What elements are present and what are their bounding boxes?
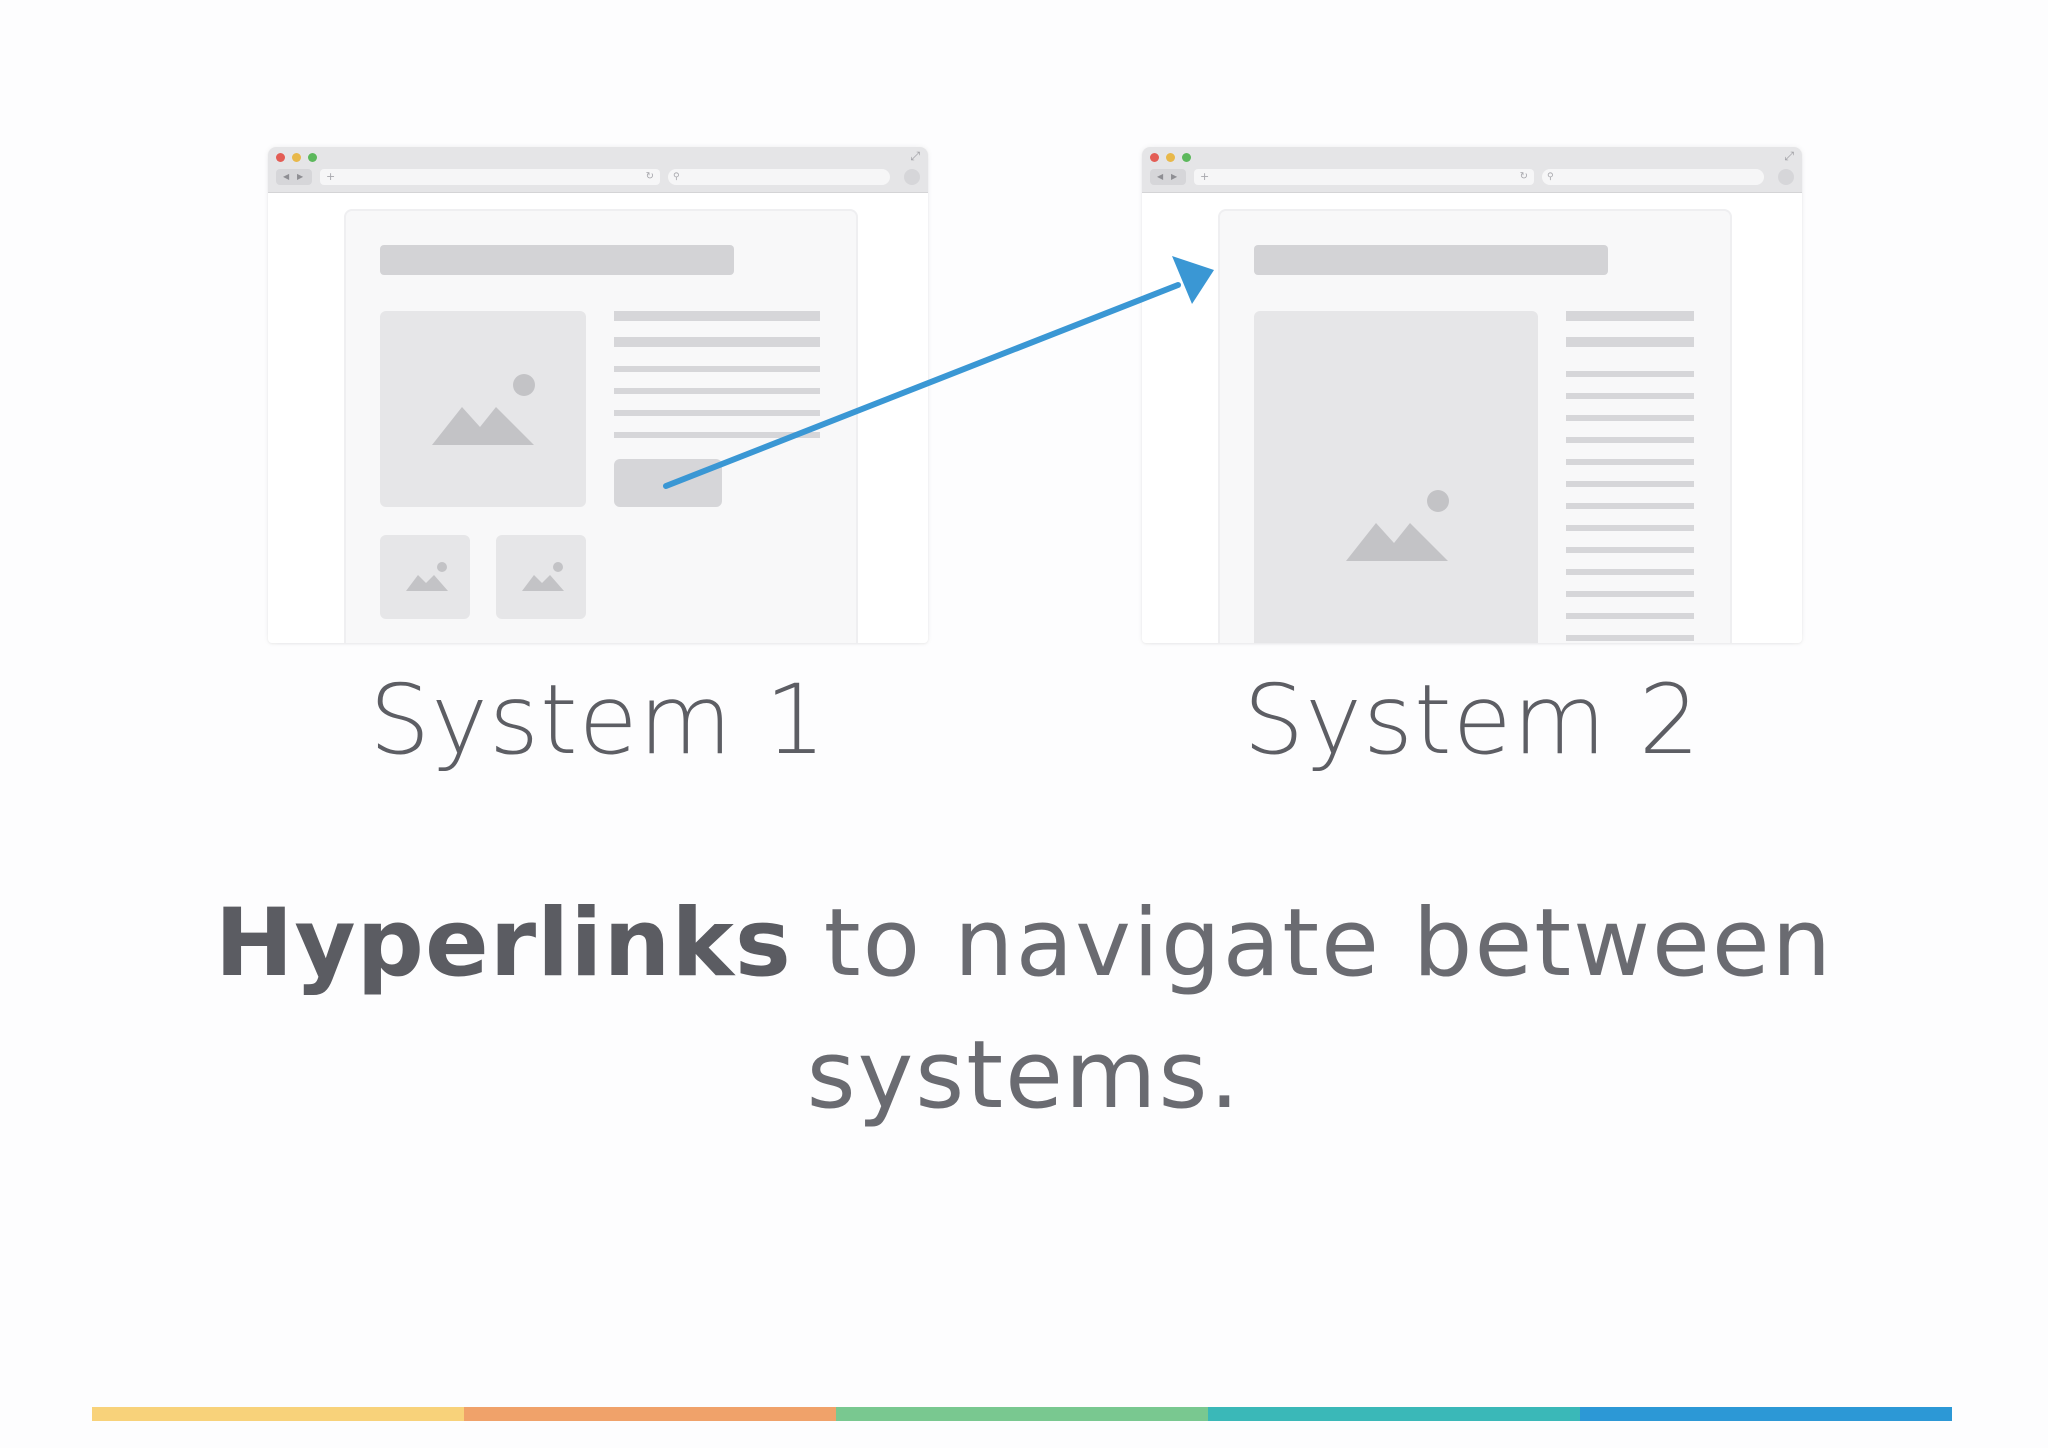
close-window-dot [1150,153,1159,162]
text-line-placeholder [1566,415,1694,421]
minimize-window-dot [1166,153,1175,162]
mountain-image-icon [432,374,535,445]
text-line-placeholder [1566,437,1694,443]
search-icon: ⚲ [673,172,680,182]
text-line-placeholder [614,432,820,438]
search-icon: ⚲ [1547,172,1554,182]
text-line-placeholder [1566,393,1694,399]
browser-toolbar: ⤢ ◀ ▶ + ↻ ⚲ [1142,147,1802,193]
headline-line-2: systems. [806,1021,1242,1130]
text-line-placeholder [1566,591,1694,597]
stripe-segment-teal [1208,1407,1580,1421]
arrow-shaft [663,282,1181,489]
headline: Hyperlinks to navigate between systems. [0,878,2048,1142]
back-arrow-icon: ◀ [283,172,290,181]
text-line-placeholder [1566,635,1694,641]
expand-icon: ⤢ [910,149,920,163]
wireframe-page [1218,209,1732,643]
maximize-window-dot [1182,153,1191,162]
stripe-segment-yellow [92,1407,464,1421]
text-line-placeholder [1566,569,1694,575]
mountain-image-icon [522,562,564,591]
system-1-label: System 1 [369,664,827,776]
browser-window-system-1: ⤢ ◀ ▶ + ↻ ⚲ [268,147,928,643]
reload-icon: ↻ [1519,171,1528,182]
headline-line-1: Hyperlinks to navigate between [0,878,2048,1010]
text-line-placeholder [614,388,820,394]
address-bar: + ↻ [320,169,660,185]
text-line-placeholder [1566,459,1694,465]
stripe-segment-green [836,1407,1208,1421]
nav-buttons: ◀ ▶ [276,169,312,185]
expand-icon: ⤢ [1784,149,1794,163]
headline-text: to navigate between [791,889,1834,998]
text-line-placeholder [1566,337,1694,347]
nav-buttons: ◀ ▶ [1150,169,1186,185]
reload-icon: ↻ [645,171,654,182]
image-placeholder [1254,311,1538,643]
mountain-image-icon [1346,490,1449,561]
arrow-head [1172,256,1214,304]
maximize-window-dot [308,153,317,162]
title-placeholder [1254,245,1608,275]
text-line-placeholder [1566,371,1694,377]
search-bar: ⚲ [1542,169,1764,185]
text-line-placeholder [614,337,820,347]
thumbnail-placeholder [496,535,586,619]
image-placeholder [380,311,586,507]
thumbnail-placeholder [380,535,470,619]
back-arrow-icon: ◀ [1157,172,1164,181]
text-line-placeholder [614,366,820,372]
forward-arrow-icon: ▶ [1171,172,1178,181]
text-line-placeholder [614,410,820,416]
plus-icon: + [326,170,336,183]
text-line-placeholder [1566,503,1694,509]
title-placeholder [380,245,734,275]
browser-toolbar: ⤢ ◀ ▶ + ↻ ⚲ [268,147,928,193]
address-bar: + ↻ [1194,169,1534,185]
minimize-window-dot [292,153,301,162]
text-line-placeholder [614,311,820,321]
mountain-image-icon [406,562,448,591]
text-line-placeholder [1566,613,1694,619]
stripe-segment-orange [464,1407,836,1421]
browser-window-system-2: ⤢ ◀ ▶ + ↻ ⚲ [1142,147,1802,643]
stripe-segment-blue [1580,1407,1952,1421]
menu-icon [904,169,920,185]
search-bar: ⚲ [668,169,890,185]
plus-icon: + [1200,170,1210,183]
text-line-placeholder [1566,311,1694,321]
forward-arrow-icon: ▶ [297,172,304,181]
text-line-placeholder [1566,547,1694,553]
system-2-label: System 2 [1243,664,1701,776]
menu-icon [1778,169,1794,185]
text-line-placeholder [1566,481,1694,487]
headline-emphasis: Hyperlinks [214,889,792,998]
text-line-placeholder [1566,525,1694,531]
wireframe-page [344,209,858,643]
close-window-dot [276,153,285,162]
